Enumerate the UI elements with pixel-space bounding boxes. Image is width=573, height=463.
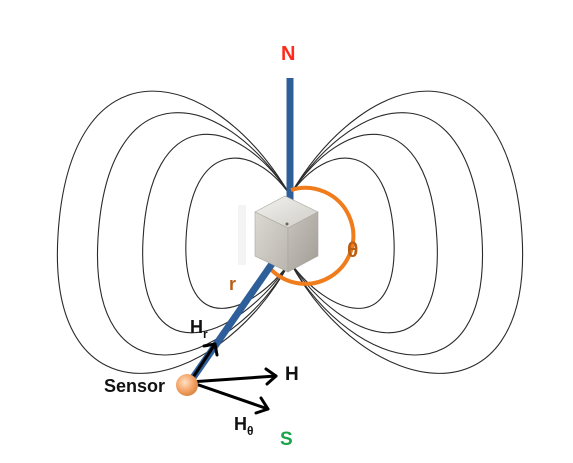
theta-label: θ <box>347 239 358 262</box>
hr-arrow <box>188 342 217 384</box>
field-line-left-outer <box>56 90 291 374</box>
sensor-label: Sensor <box>104 376 165 396</box>
htheta-label-main: H <box>234 414 247 434</box>
field-line-right-inner <box>289 157 395 309</box>
south-label: S <box>280 429 293 450</box>
hr-arrowhead <box>202 342 219 357</box>
h-arrowhead <box>264 367 278 386</box>
field-lines <box>56 90 524 374</box>
field-line-right-3 <box>289 133 438 334</box>
sensor-dot-icon <box>176 374 198 396</box>
vector-arrows <box>188 342 278 415</box>
r-label: r <box>229 274 236 294</box>
htheta-arrowhead <box>254 396 270 415</box>
h-arrow <box>188 374 278 384</box>
magnet-cube-icon <box>238 195 319 273</box>
htheta-label-sub: θ <box>247 424 254 438</box>
field-line-left-2 <box>96 112 291 356</box>
theta-arc <box>266 185 356 286</box>
h-label: H <box>285 364 299 385</box>
field-line-right-2 <box>289 112 484 356</box>
north-label: N <box>281 43 295 65</box>
hr-label-main: H <box>190 317 203 337</box>
hr-label-sub: r <box>203 327 208 341</box>
hr-label: Hr <box>190 317 208 341</box>
htheta-label: Hθ <box>234 414 254 438</box>
field-line-right-outer <box>289 90 524 374</box>
htheta-arrow <box>188 380 270 411</box>
